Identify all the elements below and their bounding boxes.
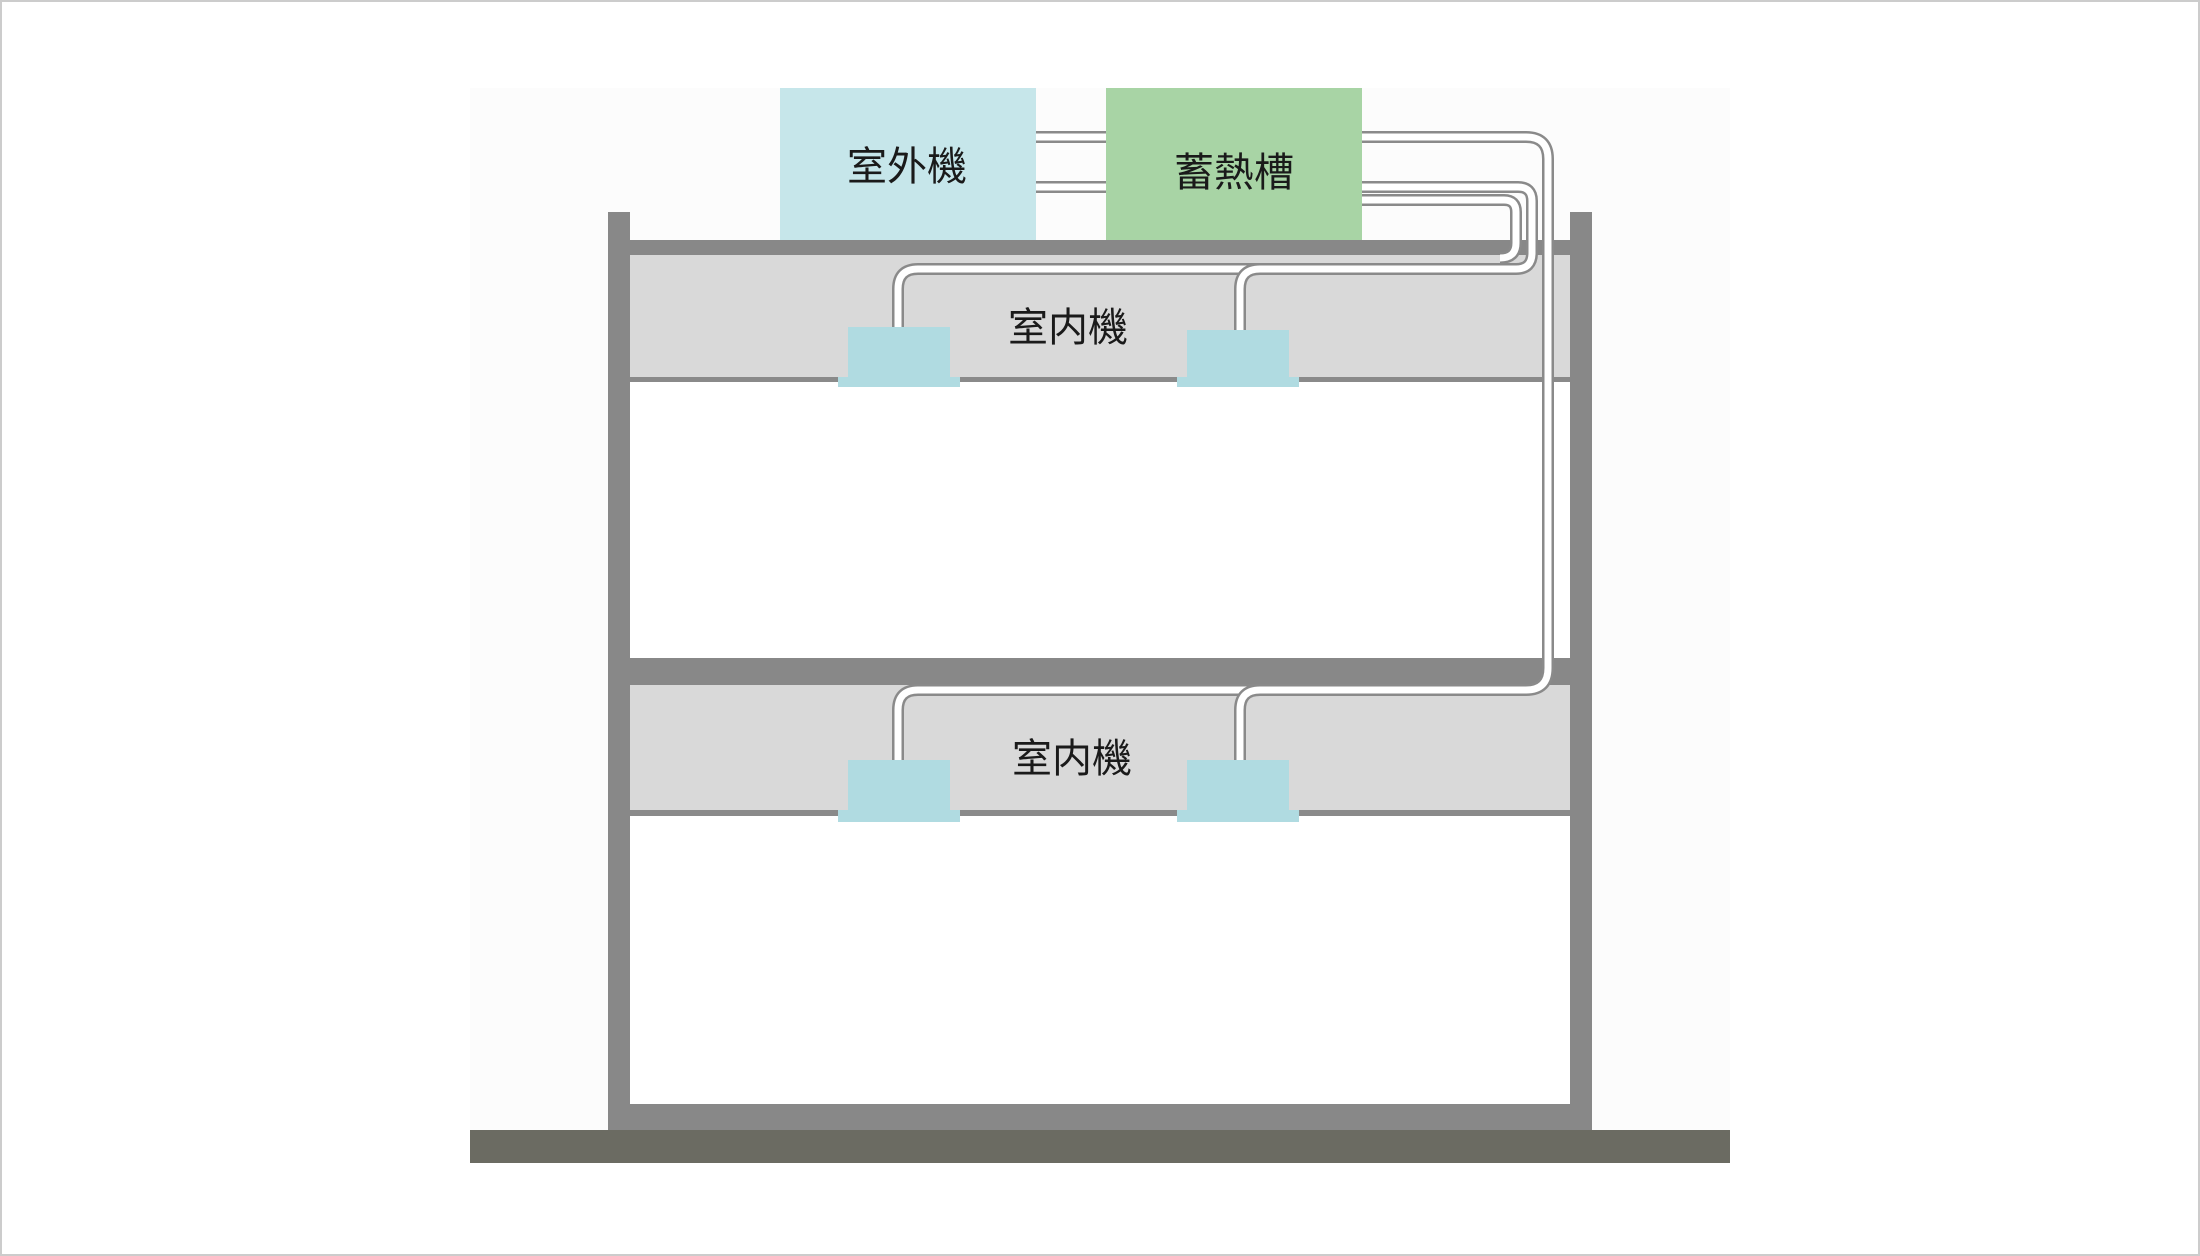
indoor-unit-upper-left-base [838,377,960,387]
indoor-unit-lower-label: 室内機 [1012,736,1132,782]
floor-slab-middle [608,658,1592,685]
ceiling-line-lower [630,810,1570,816]
indoor-unit-lower-right [1187,760,1289,810]
ceiling-line-upper [630,377,1570,382]
wall-left [608,212,630,1130]
ceiling-space-lower [630,685,1570,813]
outdoor-unit-label: 室外機 [847,144,967,190]
indoor-unit-lower-left [848,760,950,810]
refrigerant-piping [892,131,1554,760]
indoor-unit-upper-right-base [1177,377,1299,387]
ground-slab [470,1130,1730,1163]
indoor-unit-upper-left [848,327,950,377]
pipe-tank-riser-inner [1362,196,1520,262]
outdoor-unit-box [780,88,1036,240]
floor-slab-bottom [608,1104,1592,1130]
pipe-upper-branch-right [1236,265,1261,330]
ceiling-space-upper [630,255,1570,380]
indoor-unit-upper-label: 室内機 [1008,305,1128,351]
pipe-tank-riser-outer [894,133,1552,760]
pipe-tank-riser-middle [894,183,1536,327]
wall-right [1570,212,1592,1130]
thermal-storage-tank-label: 蓄熱槽 [1174,150,1294,196]
roof-slab [608,240,1592,255]
pipe-lower-branch-right [1236,686,1261,760]
indoor-unit-lower-right-base [1177,810,1299,822]
indoor-unit-upper-right [1187,330,1289,377]
thermal-storage-tank-box [1106,88,1362,240]
indoor-unit-lower-left-base [838,810,960,822]
